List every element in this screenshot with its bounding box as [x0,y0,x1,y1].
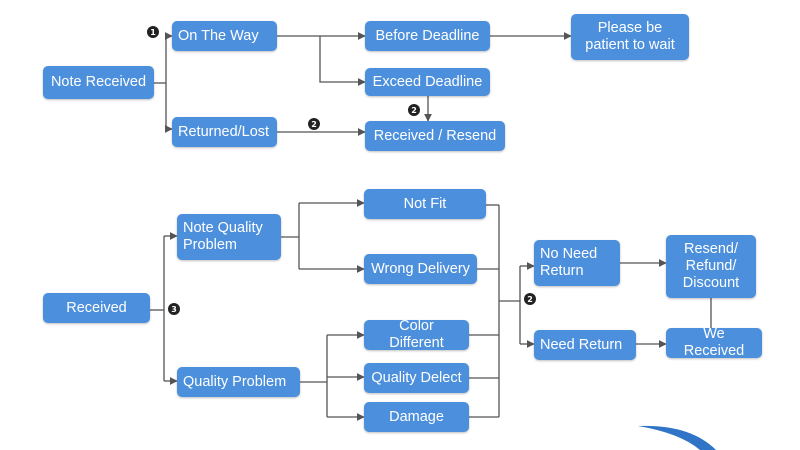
node-no-need-return: No Need Return [534,240,620,286]
node-before-deadline: Before Deadline [365,21,490,51]
node-quality-problem: Quality Problem [177,367,300,397]
node-quality-delect: Quality Delect [364,363,469,393]
node-note-received: Note Received [43,66,154,99]
connector-onway-to-exceed [319,36,366,86]
step-badge-2-bottom: 2 [524,293,536,305]
node-returned-lost: Returned/Lost [172,117,277,147]
node-on-the-way: On The Way [172,21,277,51]
node-exceed-deadline: Exceed Deadline [365,68,490,96]
step-badge-3: 3 [168,303,180,315]
node-wrong-delivery: Wrong Delivery [364,254,477,284]
step-badge-2-top-a: 2 [308,118,320,130]
step-badge-2-top-b: 2 [408,104,420,116]
node-need-return: Need Return [534,330,636,360]
node-we-received: We Received [666,326,762,359]
node-please-be-patient: Please be patient to wait [571,14,689,60]
decorative-swoosh [638,425,716,450]
node-note-quality-problem: Note Quality Problem [177,214,281,260]
node-damage: Damage [364,402,469,432]
node-resend-refund-discount: Resend/ Refund/ Discount [666,235,756,298]
node-received-resend: Received / Resend [365,121,505,151]
node-received: Received [43,293,150,323]
step-badge-1: 1 [147,26,159,38]
node-color-different: Color Different [364,318,469,351]
node-not-fit: Not Fit [364,189,486,219]
